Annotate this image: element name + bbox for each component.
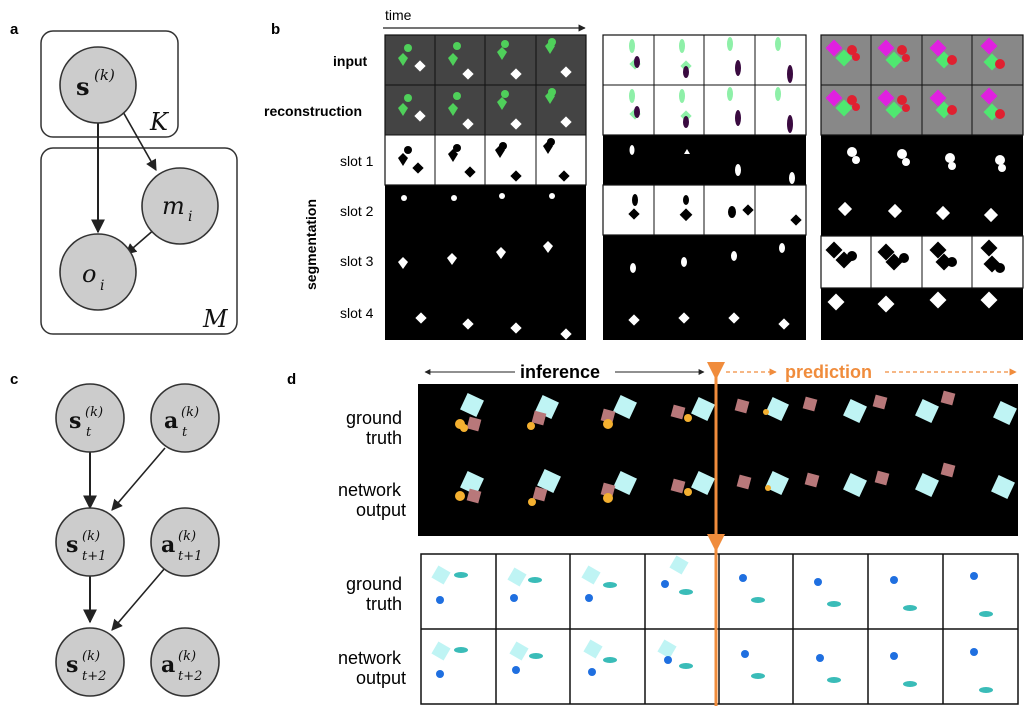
node-a-t-base: a <box>164 408 178 434</box>
node-m <box>141 167 219 245</box>
inference-label: inference <box>520 362 600 382</box>
node-s-t2-sup: (k) <box>82 649 100 664</box>
node-a-t1-base: a <box>161 532 175 558</box>
panel-letter-c: c <box>10 371 18 388</box>
bottom-sequence-grid <box>420 553 1019 705</box>
top-row2-label-b: output <box>356 500 406 520</box>
grid-block-3 <box>820 34 1024 340</box>
edge-m-o <box>125 227 157 255</box>
row-label-reconstruction: reconstruction <box>264 103 362 119</box>
node-a-t2-sup: (k) <box>178 649 196 664</box>
node-a-t1-sup: (k) <box>178 529 196 544</box>
panel-a: a K M s (k) m i o i <box>10 21 238 335</box>
node-a-t-sub: t <box>182 425 188 440</box>
node-s <box>59 46 137 124</box>
node-a-t1 <box>150 507 220 577</box>
top-row2-label-a: network <box>338 480 402 500</box>
divider-top-marker <box>707 362 725 380</box>
node-a-t2-sub: t+2 <box>178 669 202 684</box>
bottom-row2-label-a: network <box>338 648 402 668</box>
grid-block-2 <box>602 34 807 340</box>
plate-k <box>40 30 179 138</box>
node-s-t2 <box>55 627 125 697</box>
divider-mid-marker <box>707 534 725 552</box>
node-s-t1 <box>55 507 125 577</box>
node-a-t1-sub: t+1 <box>178 549 202 564</box>
row-label-slot4: slot 4 <box>340 305 374 321</box>
node-s-t-base: s <box>69 408 81 434</box>
prediction-label: prediction <box>785 362 872 382</box>
grid-block-1 <box>384 34 587 340</box>
panel-letter-d: d <box>287 371 296 388</box>
bottom-row1-label-a: ground <box>346 574 402 594</box>
bottom-row1-label-b: truth <box>366 594 402 614</box>
node-a-t2-base: a <box>161 652 175 678</box>
panel-letter-b: b <box>271 21 280 38</box>
node-m-label: m <box>162 192 185 220</box>
node-o-label: o <box>82 260 96 288</box>
node-a-t2 <box>150 627 220 697</box>
node-s-t1-base: s <box>66 532 78 558</box>
node-s-t <box>55 383 125 453</box>
time-label: time <box>385 7 412 23</box>
edge-at-st1 <box>111 447 166 511</box>
panel-d: d inference prediction ground truth netw… <box>287 362 1019 706</box>
row-label-slot1: slot 1 <box>340 153 374 169</box>
node-m-sub: i <box>188 209 192 225</box>
plate-m-label: M <box>202 305 229 333</box>
node-s-t2-base: s <box>66 652 78 678</box>
edge-s-m <box>121 109 157 171</box>
node-a-t <box>150 383 220 453</box>
node-o-sub: i <box>100 278 104 294</box>
top-row1-label-a: ground <box>346 408 402 428</box>
node-s-t1-sup: (k) <box>82 529 100 544</box>
top-sequence-shapes <box>455 390 1017 506</box>
node-s-sup: (k) <box>94 66 115 84</box>
node-s-t1-sub: t+1 <box>82 549 106 564</box>
node-s-t2-sub: t+2 <box>82 669 106 684</box>
row-label-input: input <box>333 53 368 69</box>
top-row1-label-b: truth <box>366 428 402 448</box>
row-label-slot3: slot 3 <box>340 253 374 269</box>
node-s-t-sup: (k) <box>85 405 103 420</box>
segmentation-label: segmentation <box>303 199 319 290</box>
panel-c: c s (k) t a (k) t s (k) t+1 a (k) t+1 s … <box>10 371 220 697</box>
node-o <box>59 233 137 311</box>
node-s-t-sub: t <box>86 425 92 440</box>
node-a-t-sup: (k) <box>181 405 199 420</box>
node-s-label: s <box>76 72 90 101</box>
panel-letter-a: a <box>10 21 19 38</box>
panel-b: b time input reconstruction slot 1 slot … <box>264 7 1024 340</box>
bottom-row2-label-b: output <box>356 668 406 688</box>
row-label-slot2: slot 2 <box>340 203 374 219</box>
plate-k-label: K <box>149 108 170 136</box>
plate-m <box>40 147 238 335</box>
edge-at1-st2 <box>111 567 166 631</box>
